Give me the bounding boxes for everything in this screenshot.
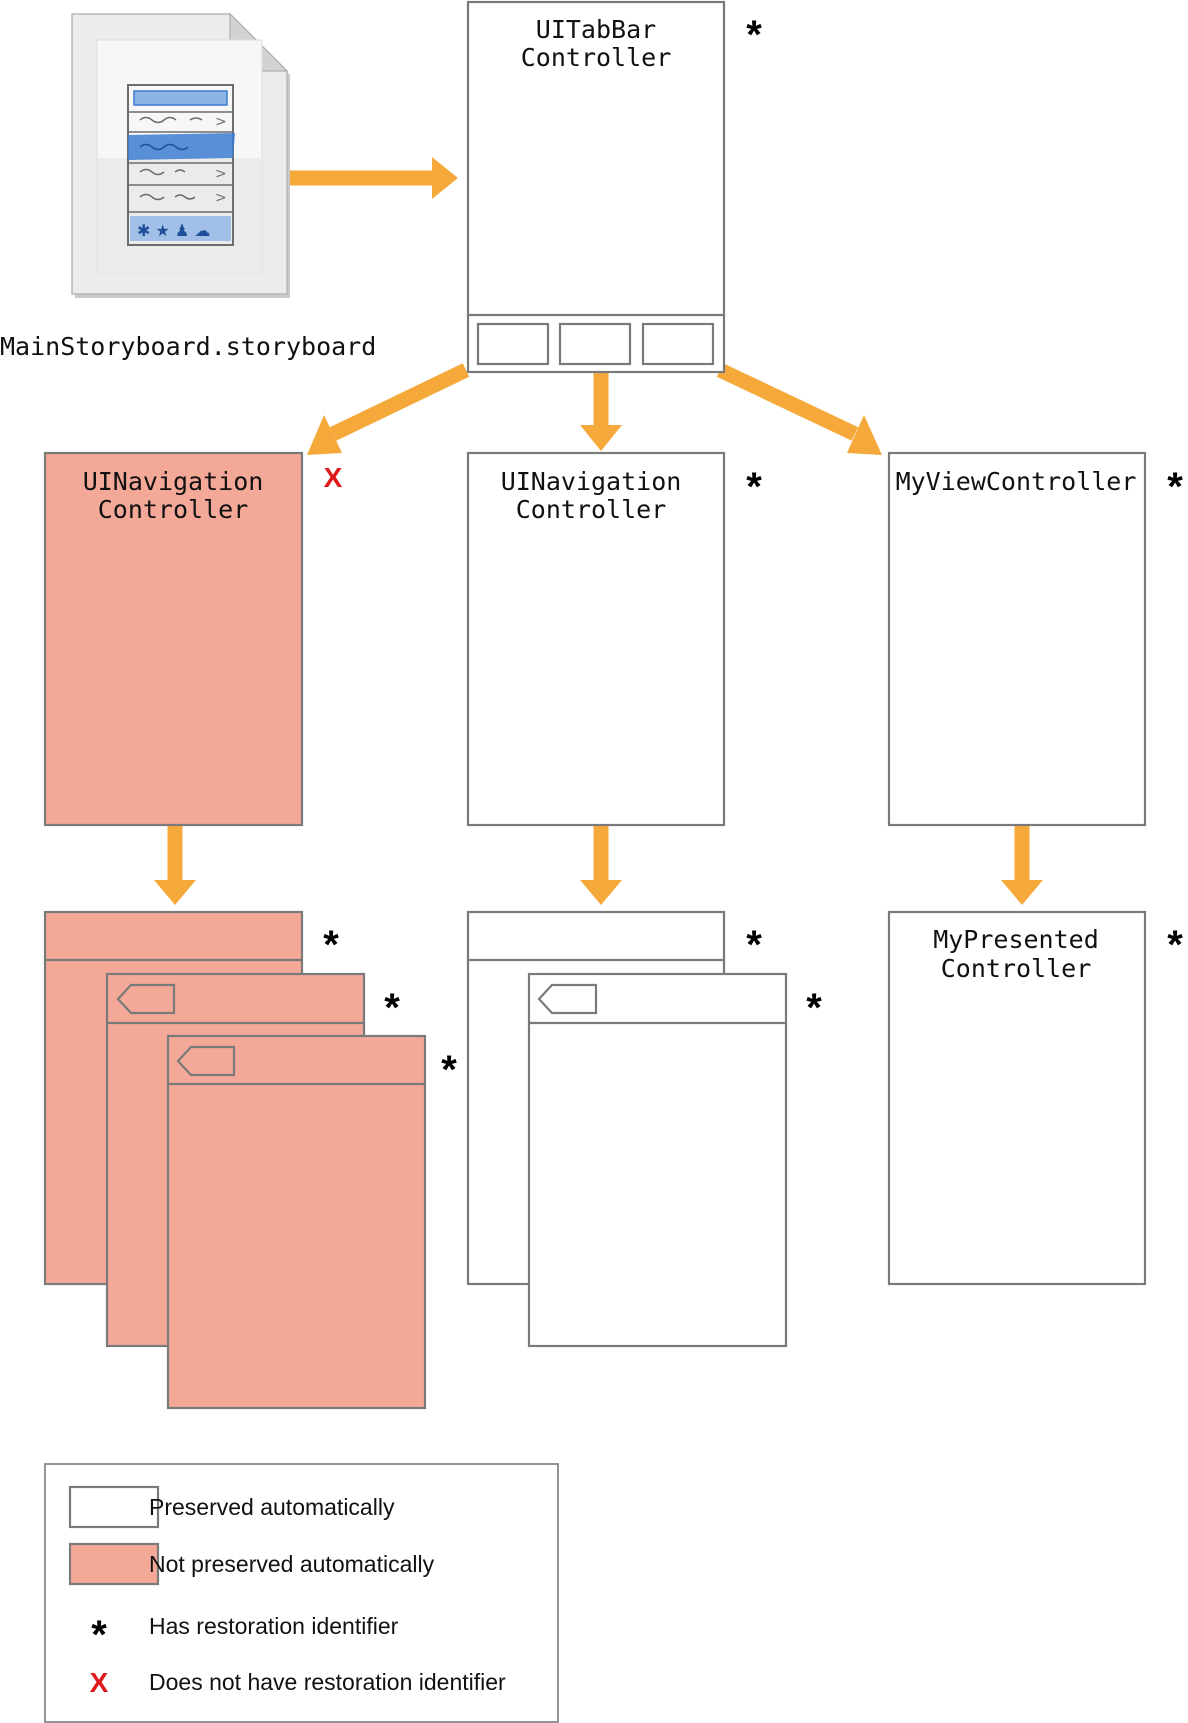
nav-left-x-mark: X	[324, 462, 343, 493]
arrow-storyboard-to-tabbar	[290, 157, 458, 199]
presented-controller-node: MyPresented Controller *	[887, 910, 1183, 1286]
presented-title-line2: Controller	[941, 954, 1092, 983]
storyboard-file-icon: > > > ✱ ★ ♟ ☁	[71, 12, 290, 298]
tabbar-title-line2: Controller	[521, 43, 672, 72]
stack-mid-mark-2: *	[806, 986, 822, 1030]
nav-mid-title-line2: Controller	[516, 495, 667, 524]
myviewcontroller-node: MyViewController *	[887, 451, 1183, 827]
presented-restoration-mark: *	[1167, 923, 1183, 967]
stack-left-mark-3: *	[441, 1048, 457, 1092]
arrow-nav-left-to-stack	[154, 825, 196, 905]
nav-left-title-line1: UINavigation	[83, 467, 264, 496]
nav-mid-view-stack: * *	[466, 910, 822, 1348]
legend-star-symbol: *	[91, 1613, 107, 1657]
svg-text:>: >	[215, 190, 227, 206]
nav-left-title-line2: Controller	[98, 495, 249, 524]
tab-item-3	[641, 322, 715, 366]
back-button-icon	[537, 983, 598, 1015]
presented-title-line1: MyPresented	[933, 925, 1099, 954]
legend-label-has-id: Has restoration identifier	[149, 1613, 399, 1639]
tab-item-2	[558, 322, 632, 366]
legend-label-preserved: Preserved automatically	[149, 1494, 395, 1520]
legend-label-no-id: Does not have restoration identifier	[149, 1669, 506, 1695]
arrow-tabbar-to-nav-left	[307, 363, 470, 455]
flow-arrows	[154, 157, 1043, 905]
svg-text:>: >	[215, 166, 227, 182]
legend-swatch-preserved	[68, 1485, 160, 1529]
arrow-tabbar-to-nav-mid	[580, 373, 622, 451]
tabbar-controller-node: UITabBar Controller *	[466, 0, 762, 374]
stack-mid-mark-1: *	[746, 923, 762, 967]
myview-title: MyViewController	[896, 467, 1137, 496]
myview-restoration-mark: *	[1167, 465, 1183, 509]
svg-text:>: >	[215, 114, 227, 130]
arrow-tabbar-to-myview	[716, 363, 882, 455]
tab-item-1	[476, 322, 550, 366]
legend-x-symbol: X	[90, 1667, 109, 1698]
svg-text:✱ ★ ♟ ☁: ✱ ★ ♟ ☁	[137, 221, 210, 240]
legend-swatch-not-preserved	[68, 1542, 160, 1586]
stack-left-card-3: *	[166, 1034, 457, 1410]
back-button-icon	[176, 1045, 236, 1077]
arrow-nav-mid-to-stack	[580, 825, 622, 905]
storyboard-filename: MainStoryboard.storyboard	[0, 332, 376, 361]
tabbar-restoration-mark: *	[746, 13, 762, 57]
stack-left-mark-2: *	[384, 986, 400, 1030]
legend: Preserved automatically Not preserved au…	[44, 1463, 559, 1723]
stack-mid-card-2: *	[527, 972, 822, 1348]
nav-left-view-stack: * * *	[43, 910, 457, 1410]
stack-left-mark-1: *	[323, 923, 339, 967]
back-button-icon	[116, 983, 176, 1015]
nav-mid-title-line1: UINavigation	[501, 467, 682, 496]
nav-mid-restoration-mark: *	[746, 465, 762, 509]
nav-controller-mid-node: UINavigation Controller *	[466, 451, 762, 827]
legend-label-not-preserved: Not preserved automatically	[149, 1551, 435, 1577]
arrow-myview-to-presented	[1001, 825, 1043, 905]
nav-controller-left-node: UINavigation Controller X	[43, 451, 343, 827]
tabbar-title-line1: UITabBar	[536, 15, 656, 44]
